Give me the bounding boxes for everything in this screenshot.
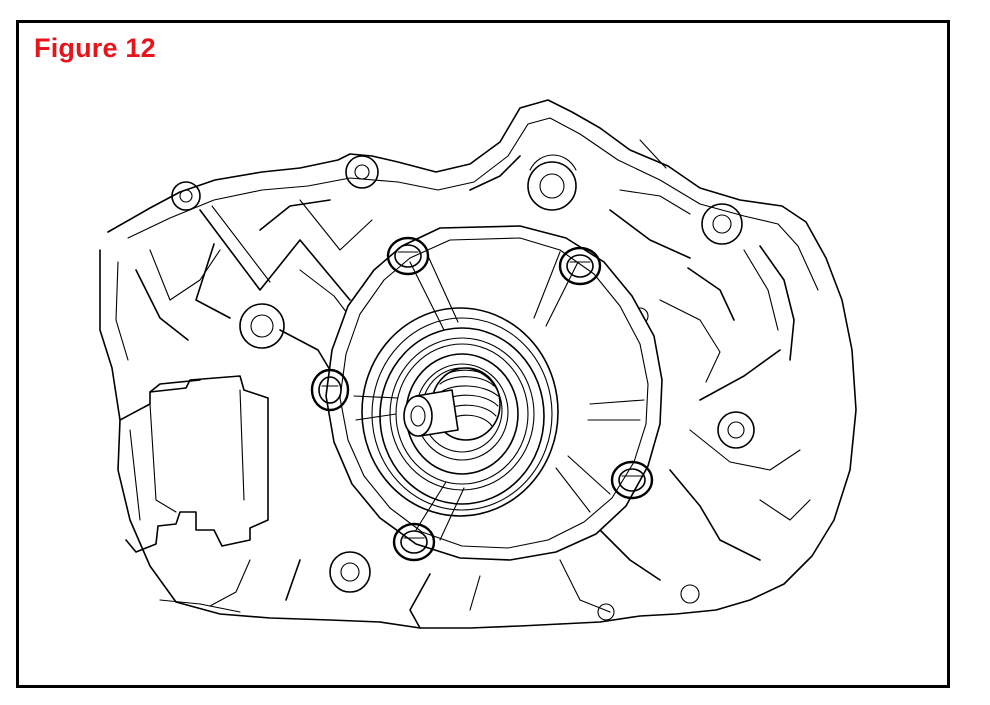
transaxle-case bbox=[99, 99, 857, 629]
bolt-left bbox=[310, 368, 350, 412]
bolt-upper-left bbox=[386, 236, 430, 276]
bolt-lower-left bbox=[392, 522, 436, 562]
output-shaft bbox=[403, 367, 501, 441]
figure-caption: Figure 12 bbox=[34, 33, 156, 63]
bolt-right bbox=[610, 460, 654, 500]
bolt-upper-right bbox=[558, 246, 602, 286]
case-bosses bbox=[171, 154, 755, 621]
case-side-block bbox=[119, 375, 269, 553]
